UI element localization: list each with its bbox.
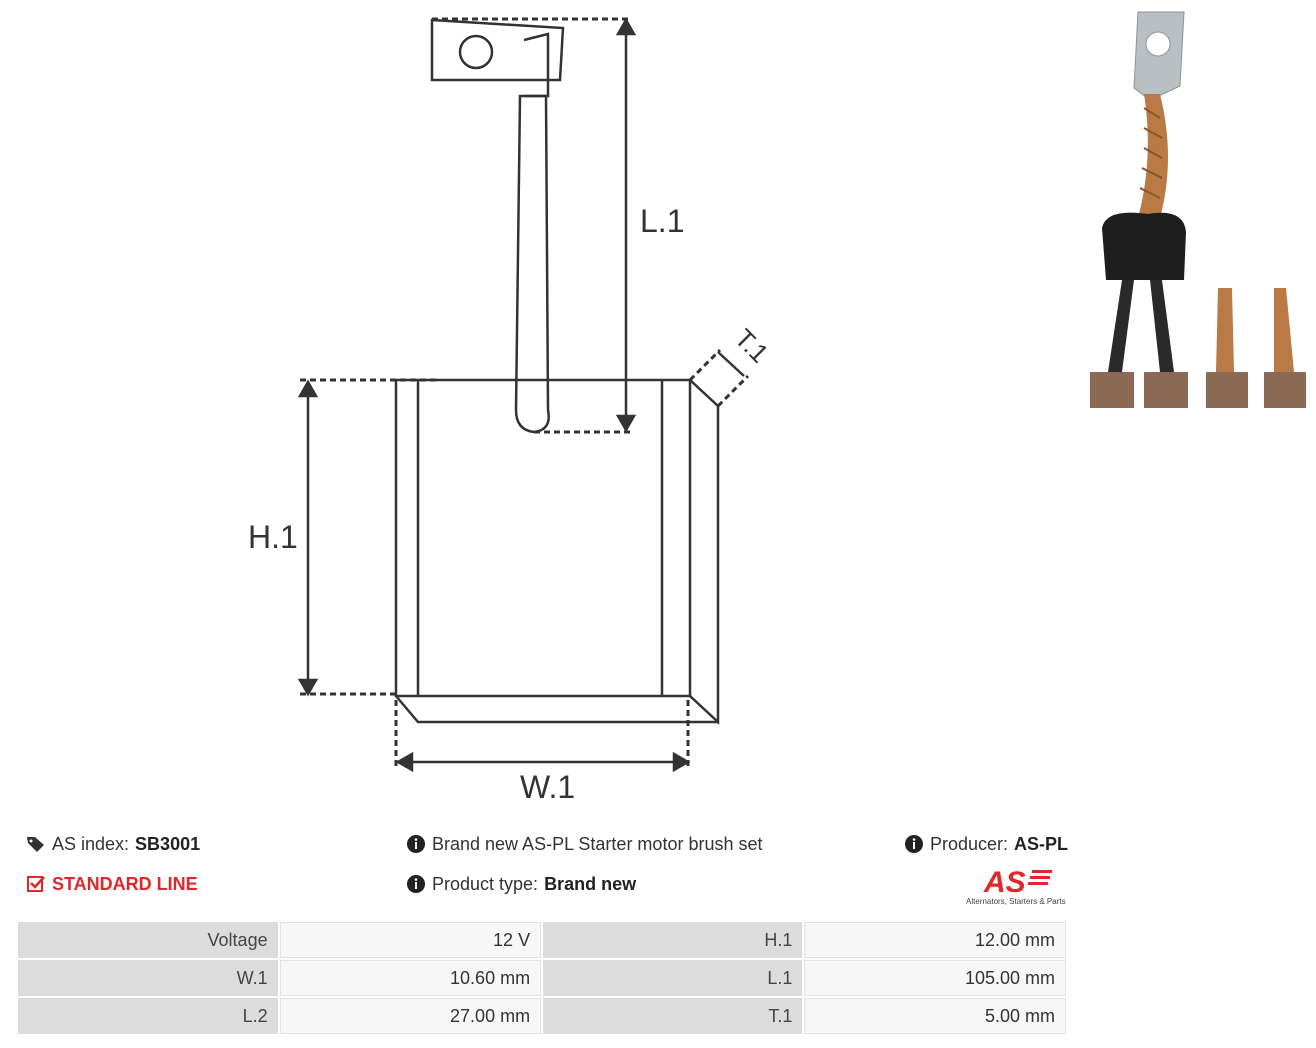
spec-key: T.1 [543, 998, 803, 1034]
spec-value: 12.00 mm [804, 922, 1066, 958]
technical-drawing: L.1 H.1 W.1 T.1 [248, 17, 775, 805]
producer: Producer: AS-PL [904, 833, 1068, 855]
label-h1: H.1 [248, 519, 298, 555]
spec-value: 10.60 mm [279, 960, 542, 996]
as-index-value: SB3001 [135, 834, 201, 854]
label-w1: W.1 [520, 769, 575, 805]
spec-value: 5.00 mm [804, 998, 1066, 1034]
spec-key: L.1 [543, 960, 803, 996]
label-t1: T.1 [729, 323, 775, 369]
info-icon [407, 875, 425, 893]
terminal-tab [430, 18, 565, 82]
spec-key: H.1 [543, 922, 803, 958]
product-photo [1090, 11, 1306, 408]
spec-value: 12 V [279, 922, 542, 958]
producer-label: Producer: [930, 834, 1009, 854]
standard-line: STANDARD LINE [26, 873, 198, 895]
description: Brand new AS-PL Starter motor brush set [406, 833, 763, 855]
brush-block [394, 378, 692, 698]
table-row: W.1 10.60 mm L.1 105.00 mm [18, 960, 1066, 996]
product-type-label: Product type: [432, 874, 539, 894]
standard-line-label: STANDARD LINE [52, 874, 198, 894]
producer-value: AS-PL [1014, 834, 1069, 854]
description-text: Brand new AS-PL Starter motor brush set [432, 834, 763, 854]
label-l1: L.1 [640, 203, 684, 239]
as-index: AS index: SB3001 [26, 833, 200, 855]
info-icon [905, 835, 923, 853]
terminal-hole [458, 34, 494, 70]
product-type-value: Brand new [544, 874, 637, 894]
tags-icon [27, 837, 44, 852]
spec-key: Voltage [18, 922, 278, 958]
check-square-icon [27, 876, 45, 892]
spec-key: L.2 [18, 998, 278, 1034]
spec-value: 105.00 mm [804, 960, 1066, 996]
logo-tagline: Alternators, Starters & Parts [966, 897, 1066, 906]
as-index-label: AS index: [52, 834, 130, 854]
spec-key: W.1 [18, 960, 278, 996]
info-icon [407, 835, 425, 853]
table-row: Voltage 12 V H.1 12.00 mm [18, 922, 1066, 958]
logo-mark: AS [983, 866, 1026, 899]
product-type: Product type: Brand new [406, 873, 636, 895]
specs-table: Voltage 12 V H.1 12.00 mm W.1 10.60 mm L… [16, 920, 1068, 1036]
lead-wire [514, 94, 550, 434]
spec-value: 27.00 mm [279, 998, 542, 1034]
table-row: L.2 27.00 mm T.1 5.00 mm [18, 998, 1066, 1034]
as-pl-logo: AS Alternators, Starters & Parts [966, 866, 1066, 906]
